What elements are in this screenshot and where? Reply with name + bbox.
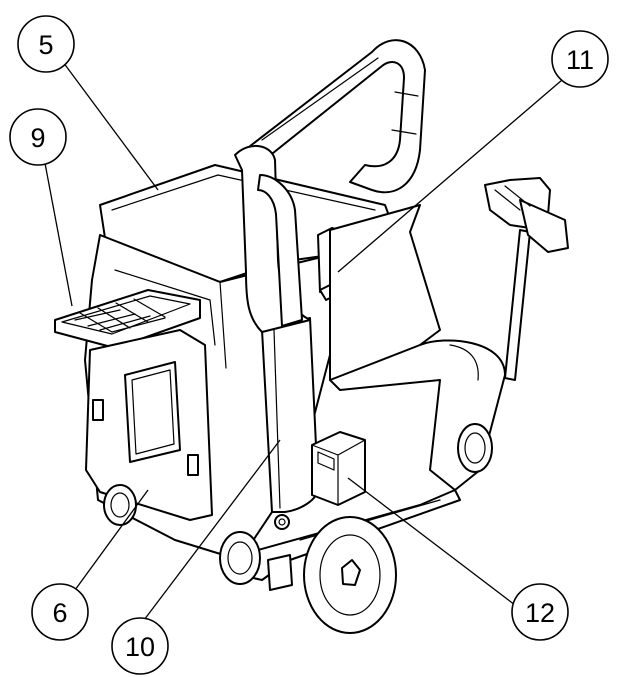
leader-lines <box>43 61 563 629</box>
svg-text:6: 6 <box>52 598 67 628</box>
svg-text:5: 5 <box>38 30 53 60</box>
svg-text:10: 10 <box>125 632 155 662</box>
tube-head <box>484 177 569 253</box>
callout-5: 5 <box>17 15 75 73</box>
rear-left-wheel <box>103 484 137 526</box>
callout-11: 11 <box>551 30 609 88</box>
front-door <box>85 329 213 521</box>
front-left-wheel <box>219 531 261 585</box>
svg-text:9: 9 <box>30 123 45 153</box>
callout-10: 10 <box>111 617 169 675</box>
svg-text:11: 11 <box>566 45 594 75</box>
front-right-wheel <box>303 516 397 634</box>
leader-12 <box>347 477 516 606</box>
vertical-column <box>261 317 319 530</box>
callout-12: 12 <box>511 583 569 641</box>
leader-6 <box>74 489 149 591</box>
rear-right-wheel <box>457 423 493 473</box>
handle-bar <box>244 39 426 194</box>
leader-11 <box>337 79 563 273</box>
leader-9 <box>43 157 73 307</box>
leader-10 <box>137 439 281 629</box>
battery-box <box>311 431 366 506</box>
front-handle-posts <box>234 145 311 333</box>
callout-9: 9 <box>9 108 67 166</box>
leader-5 <box>62 61 159 191</box>
callout-6: 6 <box>31 583 89 641</box>
svg-text:12: 12 <box>525 598 555 628</box>
cassette-tray <box>54 289 201 349</box>
